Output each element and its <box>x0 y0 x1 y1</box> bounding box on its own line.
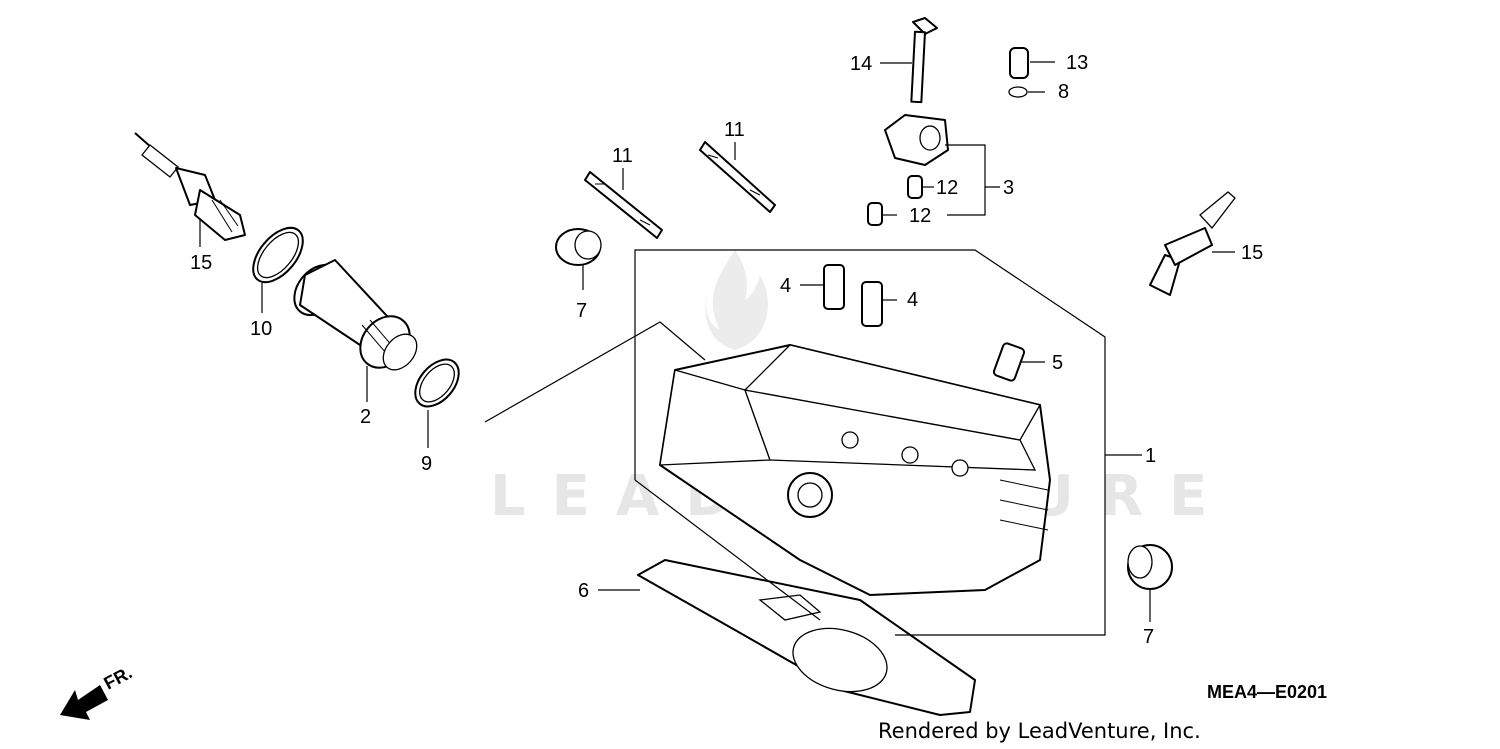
callout-15b: 15 <box>1241 242 1263 264</box>
valve-guide-4b[interactable] <box>861 281 883 327</box>
plug-cap-7-top[interactable] <box>555 228 602 266</box>
stud-bolt-11b[interactable] <box>699 141 776 213</box>
callout-4a: 4 <box>780 275 791 297</box>
callout-7a: 7 <box>576 300 587 322</box>
cylinder-head[interactable] <box>659 344 1051 596</box>
callout-2: 2 <box>360 406 371 428</box>
bolt-14[interactable] <box>910 17 938 104</box>
spark-plug-right[interactable] <box>1149 191 1236 296</box>
callout-14: 14 <box>850 53 872 75</box>
spark-plug-tube[interactable] <box>285 256 424 378</box>
stud-bolt-11a[interactable] <box>584 171 663 239</box>
callout-9: 9 <box>421 453 432 475</box>
callout-3: 3 <box>1003 177 1014 199</box>
dowel-5[interactable] <box>992 342 1026 382</box>
callout-13: 13 <box>1066 52 1088 74</box>
fr-label: FR. <box>100 662 135 693</box>
callout-1: 1 <box>1145 445 1156 467</box>
dowel-pin-12a[interactable] <box>907 175 923 199</box>
render-credit: Rendered by LeadVenture, Inc. <box>878 719 1201 743</box>
callout-12b: 12 <box>909 205 931 227</box>
callout-11a: 11 <box>612 145 633 167</box>
cam-holder-3[interactable] <box>884 114 949 166</box>
diagram-code: MEA4—E0201 <box>1207 682 1327 702</box>
cylinder-head-gasket[interactable] <box>637 559 976 716</box>
callout-6: 6 <box>578 580 589 602</box>
callout-5: 5 <box>1052 352 1063 374</box>
callout-8: 8 <box>1058 81 1069 103</box>
front-arrow: FR. <box>60 662 135 720</box>
callout-4b: 4 <box>907 289 918 311</box>
plug-cap-7-right[interactable] <box>1127 544 1173 590</box>
spark-plug-left[interactable] <box>134 132 246 241</box>
dowel-pin-12b[interactable] <box>867 202 883 226</box>
callout-15a: 15 <box>190 252 212 274</box>
callout-7b: 7 <box>1143 626 1154 648</box>
callout-11b: 11 <box>724 119 745 141</box>
callout-10: 10 <box>250 318 272 340</box>
clip-8[interactable] <box>1008 86 1028 98</box>
valve-guide-4a[interactable] <box>823 264 845 310</box>
collar-13[interactable] <box>1009 47 1029 79</box>
callout-12a: 12 <box>936 177 958 199</box>
